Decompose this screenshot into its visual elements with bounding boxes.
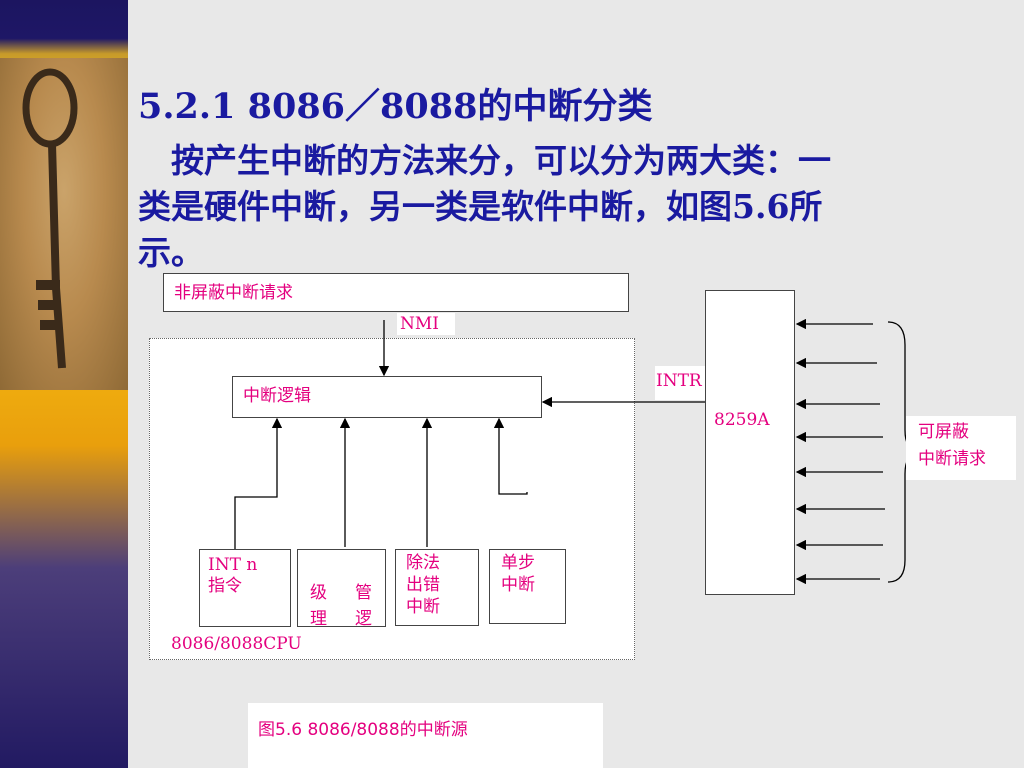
body-line-3: 示。	[138, 233, 204, 272]
nmi-label: NMI	[400, 314, 439, 334]
single-step-box	[489, 549, 566, 624]
mgmt-col2-bottom: 逻	[355, 609, 372, 629]
body-line-1: 按产生中断的方法来分，可以分为两大类：一	[138, 141, 831, 180]
pic-8259a-box	[705, 290, 795, 595]
pic-8259a-label: 8259A	[714, 410, 770, 430]
mgmt-logic-box	[297, 549, 386, 627]
int-n-line2: 指令	[208, 576, 242, 596]
divide-error-box	[395, 549, 479, 626]
body-line-2: 类是硬件中断，另一类是软件中断，如图5.6所	[138, 187, 823, 226]
divide-error-line1: 除法	[406, 553, 440, 573]
intr-label: INTR	[656, 371, 702, 391]
maskable-request-line1: 可屏蔽	[918, 422, 969, 442]
maskable-request-bg	[906, 416, 1016, 480]
nmi-request-box	[163, 273, 629, 312]
maskable-request-line2: 中断请求	[918, 449, 986, 469]
figure-caption: 图5.6 8086/8088的中断源	[258, 720, 468, 740]
mgmt-col1-top: 级	[310, 583, 327, 603]
int-n-line1: INT n	[208, 555, 258, 575]
single-step-line1: 单步	[501, 553, 535, 573]
key-photo	[0, 58, 128, 390]
cpu-label: 8086/8088CPU	[171, 634, 302, 654]
single-step-line2: 中断	[501, 575, 535, 595]
mgmt-col2-top: 管	[355, 583, 372, 603]
figure-caption-box: 图5.6 8086/8088的中断源	[248, 703, 603, 768]
mgmt-col1-bottom: 理	[310, 609, 327, 629]
divide-error-line3: 中断	[406, 597, 440, 617]
interrupt-logic-box	[232, 376, 542, 418]
int-n-box	[199, 549, 291, 627]
key-icon	[22, 68, 78, 369]
intr-label-bg	[655, 366, 705, 400]
slide-title: 5.2.1 8086／8088的中断分类	[138, 86, 653, 127]
interrupt-logic-label: 中断逻辑	[243, 386, 311, 406]
divide-error-line2: 出错	[406, 575, 440, 595]
nmi-label-bg	[397, 313, 455, 335]
nmi-request-label: 非屏蔽中断请求	[174, 283, 293, 303]
